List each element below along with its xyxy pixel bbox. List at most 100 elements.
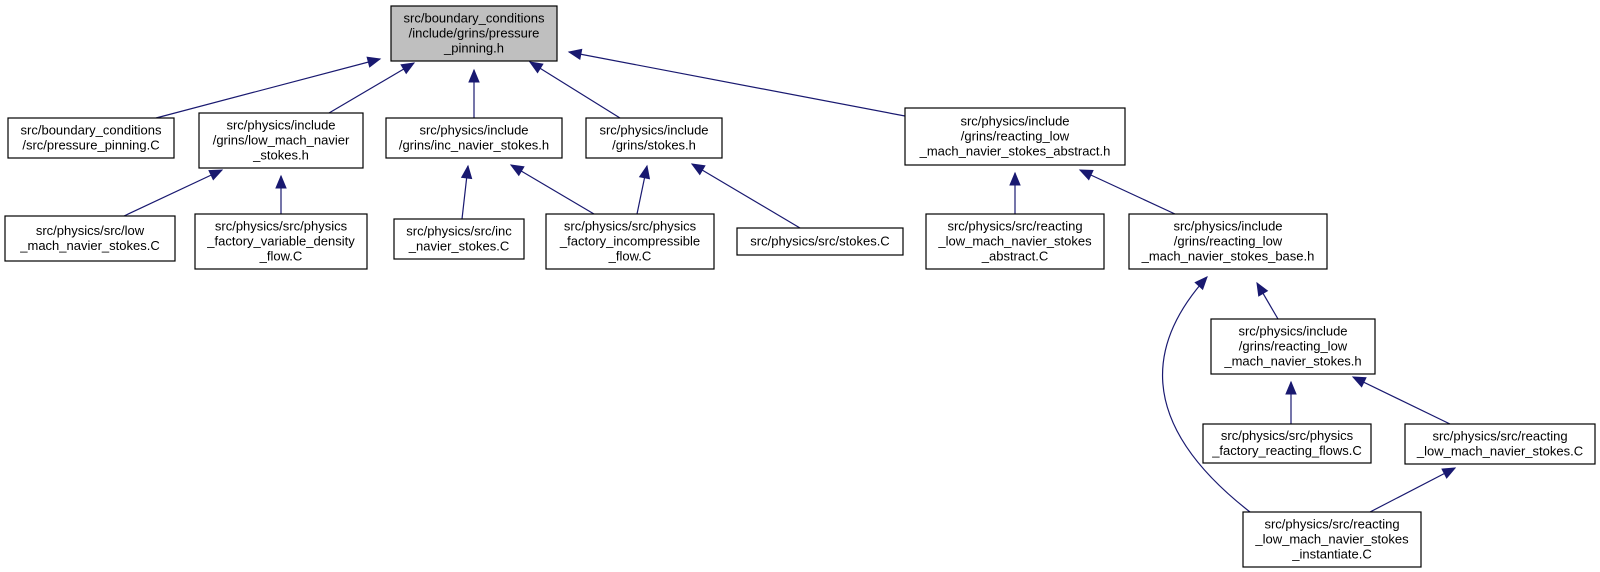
node-box (198, 112, 364, 169)
graph-node-rlmns-inst[interactable]: src/physics/src/reacting_low_mach_navier… (1242, 511, 1422, 568)
graph-node-rlmns-h[interactable]: src/physics/include/grins/reacting_low_m… (1210, 318, 1376, 375)
node-label-line: _mach_navier_stokes_abstract.h (919, 144, 1111, 159)
node-box (4, 215, 176, 262)
node-label-line: /grins/low_mach_navier (213, 133, 350, 148)
node-box (1242, 511, 1422, 568)
edge-rlmns_abs_c-to-rlmns_abs_h (1009, 171, 1021, 214)
edge-incns_c-to-incns_h (460, 164, 473, 220)
node-label-line: src/physics/src/reacting (1264, 517, 1399, 532)
graph-node-rlmns-abs-c[interactable]: src/physics/src/reacting_low_mach_navier… (925, 213, 1105, 270)
node-label-line: _stokes.h (252, 148, 309, 163)
edge-rlmns_base_h-to-rlmns_abs_h (1078, 169, 1176, 215)
graph-node-root: src/boundary_conditions/include/grins/pr… (390, 5, 558, 62)
graph-node-incns-h[interactable]: src/physics/include/grins/inc_navier_sto… (385, 117, 563, 159)
node-label-line: src/boundary_conditions (404, 11, 545, 26)
arrowhead-icon (468, 68, 480, 83)
node-label-line: _factory_reacting_flows.C (1211, 443, 1362, 458)
arrowhead-icon (1256, 281, 1269, 297)
node-label-line: src/physics/src/reacting (1432, 429, 1567, 444)
graph-node-pp-c[interactable]: src/boundary_conditions/src/pressure_pin… (7, 117, 175, 159)
node-label-line: src/boundary_conditions (21, 123, 162, 138)
node-label-line: _navier_stokes.C (408, 239, 509, 254)
arrowhead-icon (638, 164, 651, 180)
node-box (925, 213, 1105, 270)
arrowhead-icon (1009, 171, 1021, 186)
graph-node-pf-react[interactable]: src/physics/src/physics_factory_reacting… (1202, 423, 1372, 464)
node-label-line: src/physics/include (226, 118, 335, 133)
arrowhead-icon (509, 164, 525, 177)
graph-node-rlmns-base-h[interactable]: src/physics/include/grins/reacting_low_m… (1128, 213, 1328, 270)
node-label-line: /grins/reacting_low (1239, 339, 1348, 354)
graph-node-lmns-h[interactable]: src/physics/include/grins/low_mach_navie… (198, 112, 364, 169)
edge-rlmns_c-to-rlmns_h (1351, 376, 1451, 425)
graph-node-pf-vd[interactable]: src/physics/src/physics_factory_variable… (194, 213, 368, 270)
edge-line (510, 164, 595, 215)
edge-line (123, 169, 223, 217)
node-label-line: src/physics/include (1238, 324, 1347, 339)
node-box (393, 218, 525, 260)
node-label-line: src/physics/include (960, 114, 1069, 129)
edge-lmns_h-to-root (328, 62, 416, 114)
graph-nodes: src/boundary_conditions/include/grins/pr… (4, 5, 1596, 568)
graph-node-stokes-c[interactable]: src/physics/src/stokes.C (736, 227, 904, 256)
node-box (585, 117, 723, 159)
node-label-line: _factory_variable_density (206, 234, 355, 249)
arrowhead-icon (1078, 169, 1094, 181)
edge-line (155, 58, 381, 119)
arrowhead-icon (400, 62, 416, 75)
edge-line (1369, 467, 1456, 513)
edge-line (568, 51, 906, 117)
node-label-line: _abstract.C (981, 249, 1048, 264)
node-box (1404, 423, 1596, 465)
edge-line (328, 62, 415, 114)
edge-line (1162, 276, 1251, 513)
arrowhead-icon (1194, 276, 1208, 291)
node-label-line: src/physics/include (599, 123, 708, 138)
node-label-line: _factory_incompressible (559, 234, 700, 249)
node-label-line: /src/pressure_pinning.C (22, 138, 159, 153)
arrowhead-icon (1351, 376, 1367, 388)
graph-node-rlmns-abs-h[interactable]: src/physics/include/grins/reacting_low_m… (904, 107, 1126, 166)
node-label-line: /grins/reacting_low (1174, 234, 1283, 249)
node-label-line: _mach_navier_stokes_base.h (1141, 249, 1315, 264)
edge-rlmns_inst-to-rlmns_c (1369, 467, 1457, 513)
node-label-line: src/physics/src/reacting (947, 219, 1082, 234)
edge-rlmns_inst-to-rlmns_base_h (1162, 276, 1251, 513)
node-label-line: src/physics/src/stokes.C (750, 234, 889, 249)
arrowhead-icon (690, 163, 706, 176)
edge-lmns_c-to-lmns_h (123, 169, 224, 217)
node-label-line: _low_mach_navier_stokes (937, 234, 1092, 249)
node-label-line: _pinning.h (443, 41, 504, 56)
node-box (1210, 318, 1376, 375)
arrowhead-icon (366, 56, 382, 68)
node-box (904, 107, 1126, 166)
edge-rlmns_abs_h-to-root (567, 48, 906, 117)
edge-pf_react-to-rlmns_h (1285, 380, 1297, 424)
graph-node-lmns-c[interactable]: src/physics/src/low_mach_navier_stokes.C (4, 215, 176, 262)
graph-node-incns-c[interactable]: src/physics/src/inc_navier_stokes.C (393, 218, 525, 260)
node-label-line: src/physics/include (419, 123, 528, 138)
node-label-line: src/physics/src/physics (564, 219, 697, 234)
node-label-line: src/physics/src/physics (215, 219, 348, 234)
graph-node-stokes-h[interactable]: src/physics/include/grins/stokes.h (585, 117, 723, 159)
node-label-line: _instantiate.C (1291, 547, 1372, 562)
node-box (194, 213, 368, 270)
node-label-line: _flow.C (259, 249, 303, 264)
node-label-line: /grins/inc_navier_stokes.h (399, 138, 549, 153)
node-label-line: src/physics/src/low (36, 223, 145, 238)
arrowhead-icon (528, 61, 544, 74)
node-box (736, 227, 904, 256)
edge-line (529, 61, 621, 119)
edge-pf_vd-to-lmns_h (275, 174, 287, 214)
arrowhead-icon (275, 174, 287, 189)
edge-pf_inc-to-stokes_h (636, 164, 651, 215)
arrowhead-icon (208, 169, 224, 181)
edge-pf_inc-to-incns_h (509, 164, 595, 215)
arrowhead-icon (1441, 467, 1457, 479)
edge-line (691, 163, 801, 229)
edge-stokes_h-to-root (528, 61, 621, 119)
edge-pp_c-to-root (155, 56, 382, 119)
graph-node-pf-inc[interactable]: src/physics/src/physics_factory_incompre… (545, 213, 715, 270)
graph-node-rlmns-c[interactable]: src/physics/src/reacting_low_mach_navier… (1404, 423, 1596, 465)
